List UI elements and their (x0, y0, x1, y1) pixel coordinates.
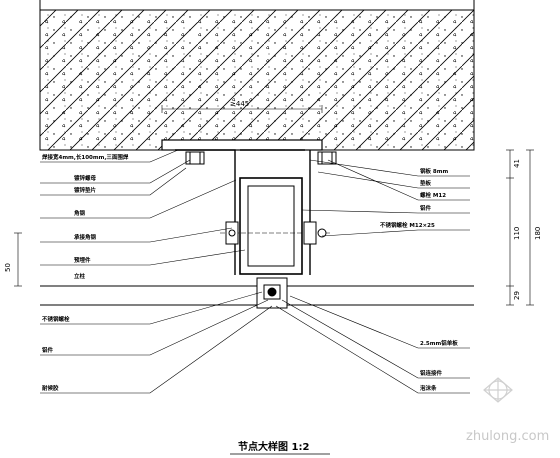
plate-dimension: ≥445 (161, 100, 323, 113)
embedded-plate (161, 139, 323, 151)
watermark-text: zhulong.com (466, 429, 549, 444)
label-pad: 垫板 (420, 179, 432, 187)
label-embed: 预埋件 (74, 256, 91, 264)
label-al-part: 铝件 (42, 346, 54, 354)
label-weld: 焊接宽4mm,长100mm,三面围焊 (42, 153, 129, 161)
aluminium-connector (256, 277, 288, 309)
label-column: 立柱 (74, 272, 86, 280)
right-leaders (275, 159, 470, 394)
left-dimension (14, 232, 22, 287)
label-al-panel: 2.5mm铝单板 (420, 339, 458, 347)
label-ss-bolt-right: 不锈钢螺栓 M12×25 (380, 221, 435, 229)
label-sealant: 耐候胶 (42, 384, 59, 392)
dim-41: 41 (513, 159, 521, 168)
label-al: 铝件 (420, 204, 432, 212)
anchor-bolts (185, 151, 337, 165)
label-washer: 镀锌垫片 (74, 186, 97, 194)
label-support-angle: 承接角钢 (74, 233, 97, 241)
label-al-connector: 铝连接件 (420, 369, 443, 377)
drawing-title: 节点大样图 1:2 (238, 440, 309, 453)
left-dimension-text: 50 (4, 263, 12, 272)
watermark-logo (483, 377, 513, 403)
label-ss-bolt: 不锈钢螺栓 (42, 315, 70, 323)
dim-110: 110 (513, 227, 521, 240)
left-leaders (40, 149, 273, 394)
right-dimensions (506, 149, 534, 306)
plate-dimension-text: ≥445 (230, 100, 249, 108)
label-foam: 泡沫条 (420, 384, 437, 392)
through-bolt (225, 221, 327, 245)
dim-180: 180 (534, 227, 542, 240)
label-steel-plate: 钢板 8mm (420, 167, 448, 175)
left-label-group: 焊接宽4mm,长100mm,三面围焊 镀锌螺母 镀锌垫片 角钢 承接角钢 预埋件… (42, 153, 129, 392)
angle-brackets (175, 149, 311, 275)
label-bolt: 螺栓 M12 (420, 191, 446, 199)
dim-29: 29 (513, 291, 521, 300)
label-angle: 角钢 (74, 209, 86, 217)
right-label-group: 钢板 8mm 垫板 螺栓 M12 铝件 不锈钢螺栓 M12×25 2.5mm铝单… (380, 167, 458, 392)
label-nut: 镀锌螺母 (74, 174, 97, 182)
concrete-slab (39, 9, 475, 151)
